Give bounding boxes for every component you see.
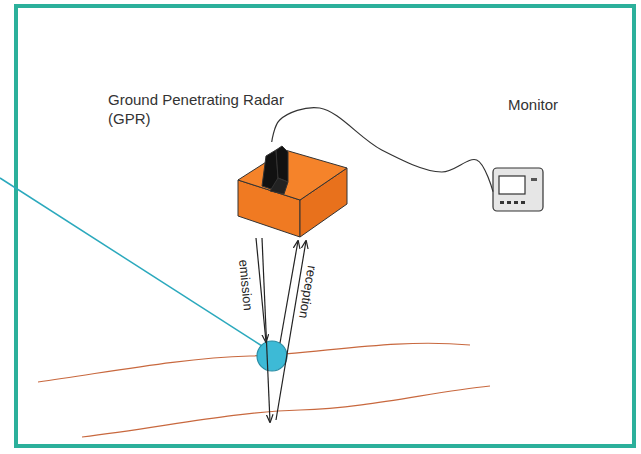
signal-label: emission [236,259,256,311]
emission-ray [262,238,270,422]
radar-node: Ground Penetrating Radar (GPR) [237,142,349,238]
monitor-icon [493,168,543,211]
reception-ray [276,241,306,420]
node-heading: Monitor [508,95,558,114]
radar-box [238,146,347,237]
signal-label: reception [296,264,320,319]
reception-ray [280,241,298,343]
monitor-node: Monitor [493,168,543,211]
leader-line [0,178,262,346]
cable [272,108,493,192]
node-heading: Ground Penetrating Radar (GPR) [108,90,298,128]
frame [16,6,634,446]
ground-layer [38,343,470,382]
ground-layer [82,386,490,437]
buried-target [257,341,287,371]
